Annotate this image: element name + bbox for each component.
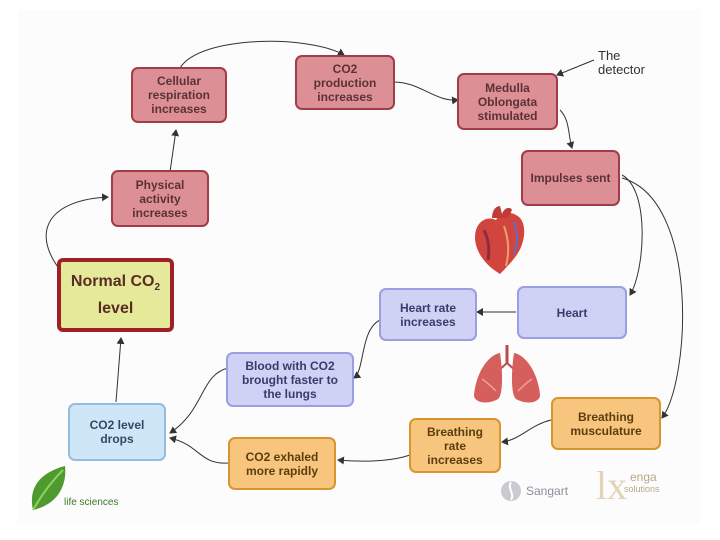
node-impulses-label: Impulses sent [530,171,611,185]
node-blood-label: Blood with CO2 brought faster to the lun… [242,358,338,401]
node-co2-exhaled: CO2 exhaled more rapidly [228,437,336,490]
node-normal-co2: Normal CO2 level [57,258,174,332]
lenga-bottom-text: solutions [624,484,660,494]
node-normal-co2-line1: Normal CO2 [70,272,161,294]
node-heart-label: Heart [556,305,588,320]
node-medulla: Medulla Oblongata stimulated [457,73,558,130]
node-heart-rate: Heart rate increases [379,288,477,341]
edge-rate-to-exhaled [337,454,411,465]
leaf-logo [31,466,66,511]
node-co2-production: CO2 production increases [295,55,395,110]
node-co2-production-label: CO2 production increases [313,61,377,104]
node-blood: Blood with CO2 brought faster to the lun… [226,352,354,407]
node-medulla-label: Medulla Oblongata stimulated [477,80,538,123]
lenga-top-text: enga [630,470,657,484]
edge-blood-to-drops [169,367,229,434]
edge-exhaled-to-drops [169,435,229,464]
sangart-text: Sangart [526,484,569,498]
edge-drops-to-normal [115,337,125,403]
node-cellular-respiration: Cellular respiration increases [131,67,227,123]
node-breathing-musculature: Breathing musculature [551,397,661,450]
node-co2-drops-label: CO2 level drops [89,418,145,446]
lungs-illustration [474,345,540,403]
edge-heartrate-to-blood [353,319,381,379]
lenga-logo: lx enga solutions [596,463,676,514]
edge-impulses-to-breathing [621,177,684,419]
node-cellular-respiration-label: Cellular respiration increases [147,74,210,116]
node-impulses: Impulses sent [521,150,620,206]
edge-co2prod-to-medulla [393,81,459,105]
lenga-mark: lx [596,463,628,508]
heart-illustration [475,206,525,274]
node-breathing-musculature-label: Breathing musculature [570,409,642,438]
node-heart-rate-label: Heart rate increases [399,300,457,329]
detector-annotation: The detector [598,48,645,77]
node-normal-co2-line2: level [97,300,134,318]
node-heart: Heart [517,286,627,339]
edge-medulla-to-impulses [559,109,575,149]
edge-detector-to-medulla [556,59,595,77]
node-breathing-rate: Breathing rate increases [409,418,501,473]
node-breathing-rate-label: Breathing rate increases [426,424,483,467]
node-co2-drops: CO2 level drops [68,403,166,461]
node-physical-activity: Physical activity increases [111,170,209,227]
node-co2-exhaled-label: CO2 exhaled more rapidly [245,449,319,478]
edge-breathing-to-rate [501,419,552,446]
edge-physical-to-cellular [169,129,180,173]
edge-normal-to-physical [45,193,109,271]
edge-impulses-to-heart [621,174,643,296]
life-sciences-text: life sciences [64,497,119,508]
sangart-mark-icon [501,481,521,501]
node-physical-activity-label: Physical activity increases [132,177,188,220]
sangart-logo: Sangart [500,480,568,502]
edge-cellular-to-co2prod [179,40,345,69]
